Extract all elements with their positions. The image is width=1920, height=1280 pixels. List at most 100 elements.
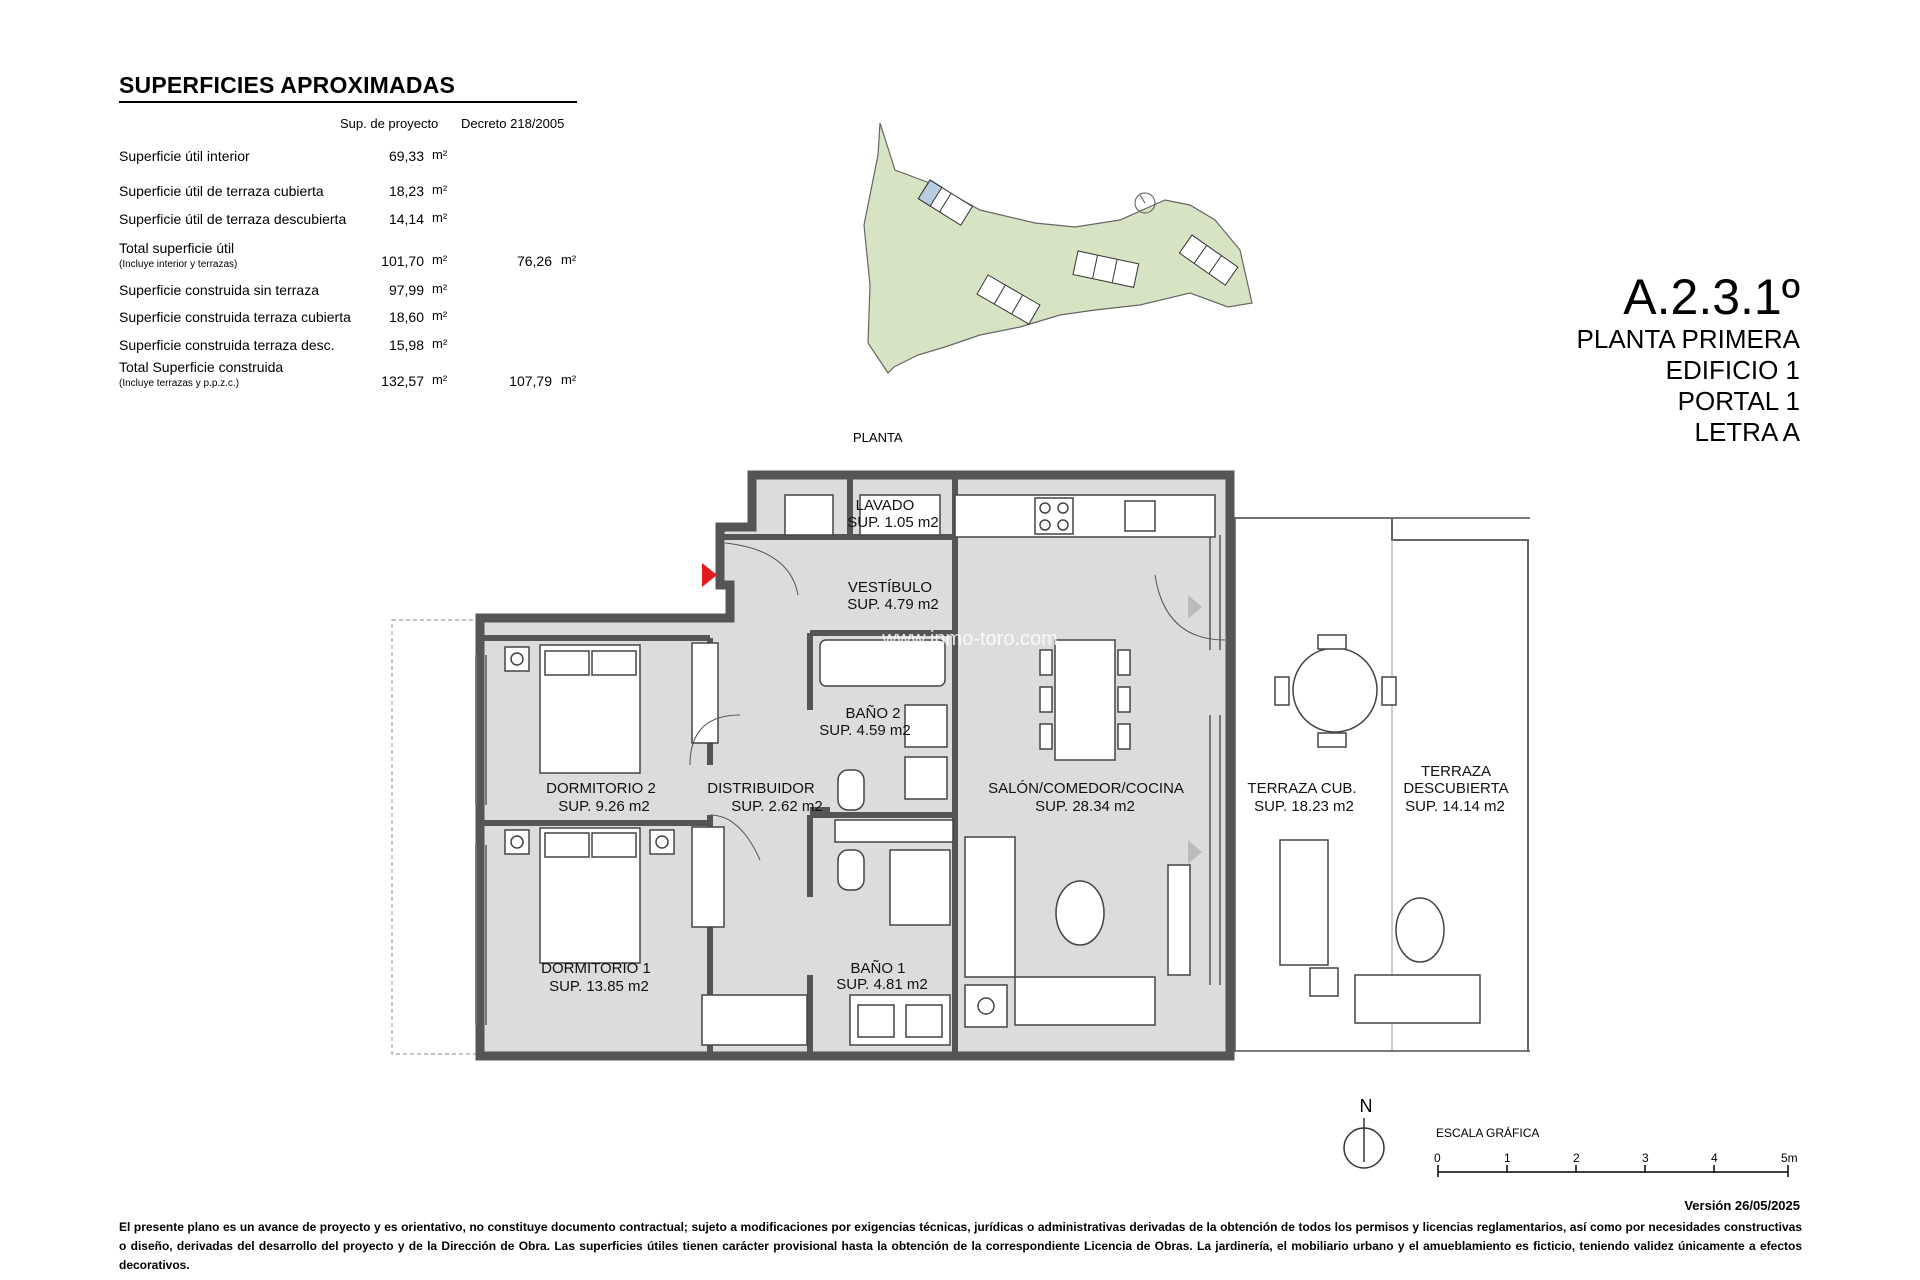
row-decree-value: 76,26 xyxy=(516,253,552,269)
room-distribuidor-area: SUP. 2.62 m2 xyxy=(731,798,822,815)
bath1-fixtures xyxy=(834,819,954,1046)
north-letter: N xyxy=(1360,1096,1373,1116)
scale-tick: 5m xyxy=(1781,1151,1798,1165)
site-north-mark xyxy=(1134,192,1156,214)
row-sublabel: (Incluye terrazas y p.p.z.c.) xyxy=(119,378,240,389)
scale-tick: 3 xyxy=(1642,1151,1649,1165)
scale-tick: 0 xyxy=(1434,1151,1441,1165)
kitchen-counter xyxy=(954,494,1216,538)
room-dormitorio2-area: SUP. 9.26 m2 xyxy=(558,798,649,815)
unit-code: A.2.3.1º xyxy=(1623,269,1800,325)
scale-bar xyxy=(1437,1165,1789,1177)
surfaces-title: SUPERFICIES APROXIMADAS xyxy=(119,72,456,98)
interior-floor xyxy=(475,470,1235,1061)
terrace-windows xyxy=(475,535,1221,1025)
room-terraza-desc-area: SUP. 14.14 m2 xyxy=(1405,798,1505,815)
west-balcony-outline xyxy=(391,619,481,1055)
row-project-value: 18,23 xyxy=(388,183,424,199)
scale-tick: 4 xyxy=(1711,1151,1718,1165)
laundry-fixtures xyxy=(784,494,941,536)
room-bano1-name: BAÑO 1 xyxy=(850,960,905,977)
room-salon-name: SALÓN/COMEDOR/COCINA xyxy=(988,780,1184,797)
site-plan xyxy=(863,122,1253,374)
site-building-4 xyxy=(1178,234,1239,286)
room-dormitorio1-area: SUP. 13.85 m2 xyxy=(549,978,649,995)
room-bano2-area: SUP. 4.59 m2 xyxy=(819,722,910,739)
title-rule xyxy=(119,101,577,103)
bedroom1-furniture xyxy=(504,826,808,1046)
entry-arrow-icon xyxy=(702,563,717,587)
row-project-value: 132,57 xyxy=(381,373,424,389)
row-sublabel: (Incluye interior y terrazas) xyxy=(119,259,238,270)
scale-tick: 2 xyxy=(1573,1151,1580,1165)
room-terraza-desc-name-2: DESCUBIERTA xyxy=(1403,780,1508,797)
row-unit: m² xyxy=(432,252,448,267)
row-label: Superficie construida terraza desc. xyxy=(119,337,335,353)
row-label: Superficie útil interior xyxy=(119,148,250,164)
row-unit: m² xyxy=(432,210,448,225)
site-building-1 xyxy=(917,179,974,226)
room-lavado-name: LAVADO xyxy=(856,497,915,514)
unit-floor: PLANTA PRIMERA xyxy=(1576,324,1800,354)
row-project-value: 14,14 xyxy=(388,211,424,227)
unit-portal: PORTAL 1 xyxy=(1677,386,1800,416)
terrace-furniture xyxy=(1274,634,1481,1024)
row-label: Superficie útil de terraza descubierta xyxy=(119,211,347,227)
row-project-value: 101,70 xyxy=(381,253,424,269)
site-land xyxy=(863,122,1253,374)
light-arrow-icon xyxy=(1188,840,1202,864)
room-lavado-area: SUP. 1.05 m2 xyxy=(847,514,938,531)
partition-walls xyxy=(480,475,958,1056)
site-building-2 xyxy=(976,274,1041,325)
watermark: www.inmo-toro.com xyxy=(881,628,1058,650)
site-plan-label: PLANTA xyxy=(853,430,903,445)
light-arrow-icon xyxy=(1188,595,1202,619)
row-unit: m² xyxy=(432,336,448,351)
bath2-fixtures xyxy=(819,639,948,811)
row-decree-value: 107,79 xyxy=(509,373,552,389)
row-label: Superficie construida terraza cubierta xyxy=(119,309,351,325)
unit-info: A.2.3.1º PLANTA PRIMERA EDIFICIO 1 PORTA… xyxy=(1577,270,1800,448)
living-furniture xyxy=(964,836,1191,1028)
row-unit: m² xyxy=(432,372,448,387)
row-unit: m² xyxy=(432,281,448,296)
unit-letter: LETRA A xyxy=(1694,417,1801,447)
room-bano1-area: SUP. 4.81 m2 xyxy=(836,976,927,993)
door-swings xyxy=(689,542,1226,861)
room-terraza-cub-area: SUP. 18.23 m2 xyxy=(1254,798,1354,815)
room-salon-area: SUP. 28.34 m2 xyxy=(1035,798,1135,815)
room-dormitorio1-name: DORMITORIO 1 xyxy=(541,960,651,977)
row-label: Total Superficie construida xyxy=(119,359,284,375)
room-bano2-name: BAÑO 2 xyxy=(845,705,900,722)
row-unit: m² xyxy=(561,372,577,387)
row-label: Total superficie útil xyxy=(119,240,235,256)
room-distribuidor-name: DISTRIBUIDOR xyxy=(707,780,815,797)
scale-tick: 1 xyxy=(1504,1151,1511,1165)
row-project-value: 18,60 xyxy=(388,309,424,325)
row-label: Superficie útil de terraza cubierta xyxy=(119,183,324,199)
scale-title: ESCALA GRÁFICA xyxy=(1436,1126,1540,1140)
row-unit: m² xyxy=(432,147,448,162)
col-head-decree: Decreto 218/2005 xyxy=(461,116,565,131)
dining-set xyxy=(1039,639,1131,761)
north-arrow: N xyxy=(1343,1096,1385,1169)
row-unit: m² xyxy=(432,182,448,197)
unit-building: EDIFICIO 1 xyxy=(1665,355,1800,385)
floor-plan: LAVADO SUP. 1.05 m2 VESTÍBULO SUP. 4.79 … xyxy=(391,470,1530,1061)
row-project-value: 15,98 xyxy=(388,337,424,353)
site-building-3 xyxy=(1072,250,1140,288)
version-label: Versión 26/05/2025 xyxy=(1684,1198,1800,1213)
row-label: Superficie construida sin terraza xyxy=(119,282,319,298)
room-terraza-cub-name: TERRAZA CUB. xyxy=(1247,780,1356,797)
room-vestibulo-name: VESTÍBULO xyxy=(848,579,932,596)
disclaimer-text: El presente plano es un avance de proyec… xyxy=(119,1220,1802,1272)
row-project-value: 69,33 xyxy=(388,148,424,164)
room-dormitorio2-name: DORMITORIO 2 xyxy=(546,780,656,797)
row-project-value: 97,99 xyxy=(388,282,424,298)
bedroom2-furniture xyxy=(504,642,719,774)
room-terraza-desc-name-1: TERRAZA xyxy=(1421,763,1491,780)
row-unit: m² xyxy=(561,252,577,267)
room-vestibulo-area: SUP. 4.79 m2 xyxy=(847,596,938,613)
row-unit: m² xyxy=(432,308,448,323)
col-head-project: Sup. de proyecto xyxy=(340,116,439,131)
